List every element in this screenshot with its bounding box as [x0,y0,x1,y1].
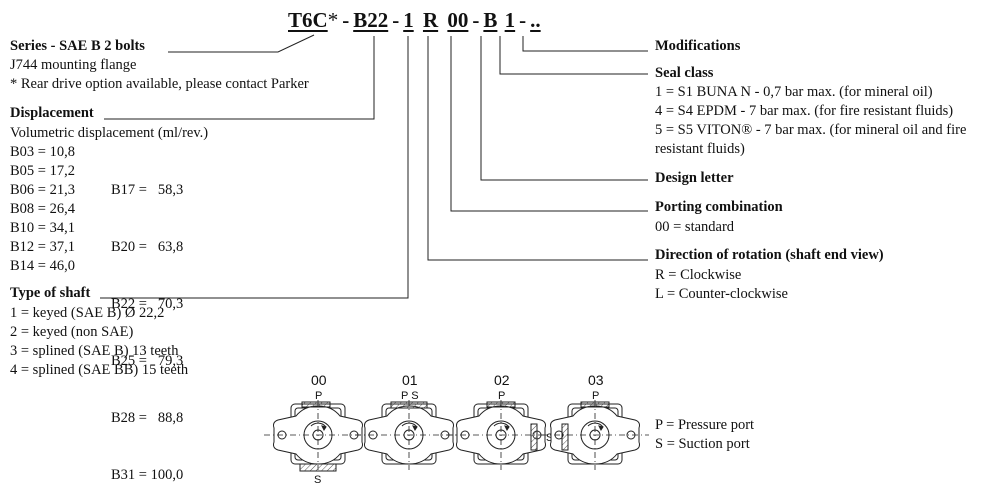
port-p-02: P [498,390,506,402]
code-displacement: B22 [353,8,389,32]
shaft-title: Type of shaft [10,285,91,301]
legend-suction: S = Suction port [655,436,750,452]
code-series-star: * [327,8,339,32]
displacement-item: B28 = 88,8 [111,410,184,426]
pump-02 [446,399,556,471]
pump-01 [354,399,464,471]
pump-00 [263,399,373,472]
displacement-item: B06 = 21,3 [10,182,75,198]
code-porting: 00 [447,8,469,32]
displacement-item: B22 = 70,3 [111,296,184,312]
displacement-item: B17 = 58,3 [111,182,184,198]
port-ps-01: P S [401,390,419,402]
shaft-line: 3 = splined (SAE B) 13 teeth [10,343,179,359]
displacement-col2: B17 = 58,3 B20 = 63,8 B22 = 70,3 B25 = 7… [111,143,183,504]
displacement-item: B20 = 63,8 [111,239,184,255]
code-dash: - [472,8,480,32]
legend-pressure: P = Pressure port [655,417,755,433]
seal-line: resistant fluids) [655,141,745,157]
series-line: * Rear drive option available, please co… [10,76,309,92]
displacement-item: B03 = 10,8 [10,144,75,160]
porting-title: Porting combination [655,199,783,215]
displacement-item: B14 = 46,0 [10,258,75,274]
displacement-item: B31 = 100,0 [111,467,184,483]
port-label-00: 00 [311,372,327,388]
displacement-item: B08 = 26,4 [10,201,75,217]
seal-line: 1 = S1 BUNA N - 0,7 bar max. (for minera… [655,84,933,100]
seal-title: Seal class [655,65,714,81]
port-label-02: 02 [494,372,510,388]
rotation-line: L = Counter-clockwise [655,286,788,302]
seal-line: 4 = S4 EPDM - 7 bar max. (for fire resis… [655,103,954,119]
port-label-01: 01 [402,372,418,388]
series-line: J744 mounting flange [10,57,137,73]
rotation-line: R = Clockwise [655,267,742,283]
pump-03 [540,399,650,471]
code-series: T6C [288,8,328,32]
displacement-col1: B03 = 10,8 B05 = 17,2 B06 = 21,3 B08 = 2… [10,143,75,276]
port-s-02: S [546,432,554,444]
code-design: B [483,8,498,32]
code-dash: - [342,8,350,32]
series-title: Series - SAE B 2 bolts [10,38,145,54]
displacement-item: B05 = 17,2 [10,163,75,179]
rotation-title: Direction of rotation (shaft end view) [655,247,884,263]
code-mods: .. [530,8,541,32]
displacement-item: B25 = 79,3 [111,353,184,369]
model-code: T6C*-B22-1 R 00-B 1-.. [288,8,541,33]
displacement-title: Displacement [10,105,94,121]
port-p-03: P [592,390,600,402]
displacement-subtitle: Volumetric displacement (ml/rev.) [10,125,209,141]
code-seal: 1 [504,8,516,32]
code-rotation: R [422,8,439,32]
displacement-item: B12 = 37,1 [10,239,75,255]
code-dash: - [519,8,527,32]
design-title: Design letter [655,170,734,186]
modifications-title: Modifications [655,38,741,54]
seal-line: 5 = S5 VITON® - 7 bar max. (for mineral … [655,122,967,138]
shaft-line: 4 = splined (SAE BB) 15 teeth [10,362,189,378]
port-p-00: P [315,390,323,402]
code-shaft: 1 [403,8,414,32]
code-dash: - [392,8,400,32]
porting-line: 00 = standard [655,219,735,235]
displacement-item: B10 = 34,1 [10,220,75,236]
shaft-line: 2 = keyed (non SAE) [10,324,134,340]
shaft-line: 1 = keyed (SAE B) Ø 22,2 [10,305,165,321]
port-label-03: 03 [588,372,604,388]
port-s-00: S [314,474,322,486]
